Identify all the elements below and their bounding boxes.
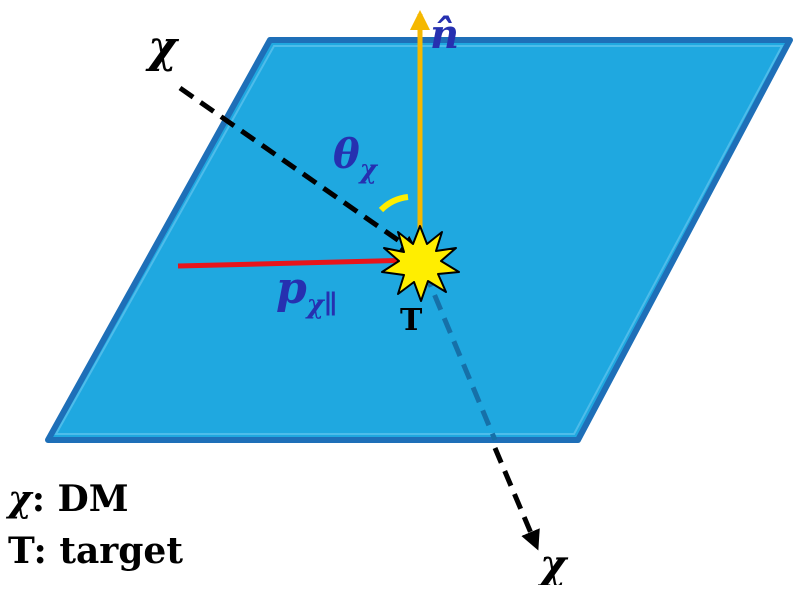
outgoing-dm-arrow	[492, 447, 540, 551]
incoming-dm-arrow	[178, 85, 420, 256]
legend-dm: χ: DM	[8, 478, 129, 520]
outgoing-dm-path-on-plane	[422, 271, 498, 441]
outgoing-chi-label: χ	[537, 541, 569, 585]
normal-vector-label: n̂	[430, 11, 459, 58]
momentum-label: pχ∥	[276, 263, 338, 320]
legend-target: T: target	[8, 530, 183, 572]
legend-dm-text: : DM	[31, 478, 129, 520]
scattering-angle-arc	[378, 194, 409, 213]
collision-burst-icon	[381, 225, 460, 302]
parallel-momentum-arrow	[177, 250, 422, 271]
legend-target-symbol: T	[8, 530, 34, 572]
momentum-symbol: p	[276, 263, 307, 314]
theta-subscript: χ	[358, 155, 379, 185]
momentum-subscript: χ∥	[305, 290, 338, 320]
legend-dm-symbol: χ	[8, 478, 32, 520]
theta-label: θχ	[333, 131, 379, 185]
theta-symbol: θ	[333, 131, 360, 178]
target-label: T	[400, 303, 423, 338]
legend-target-text: : target	[33, 530, 183, 572]
incoming-chi-label: χ	[145, 22, 180, 73]
target-plane-inner-edge	[54, 45, 784, 435]
